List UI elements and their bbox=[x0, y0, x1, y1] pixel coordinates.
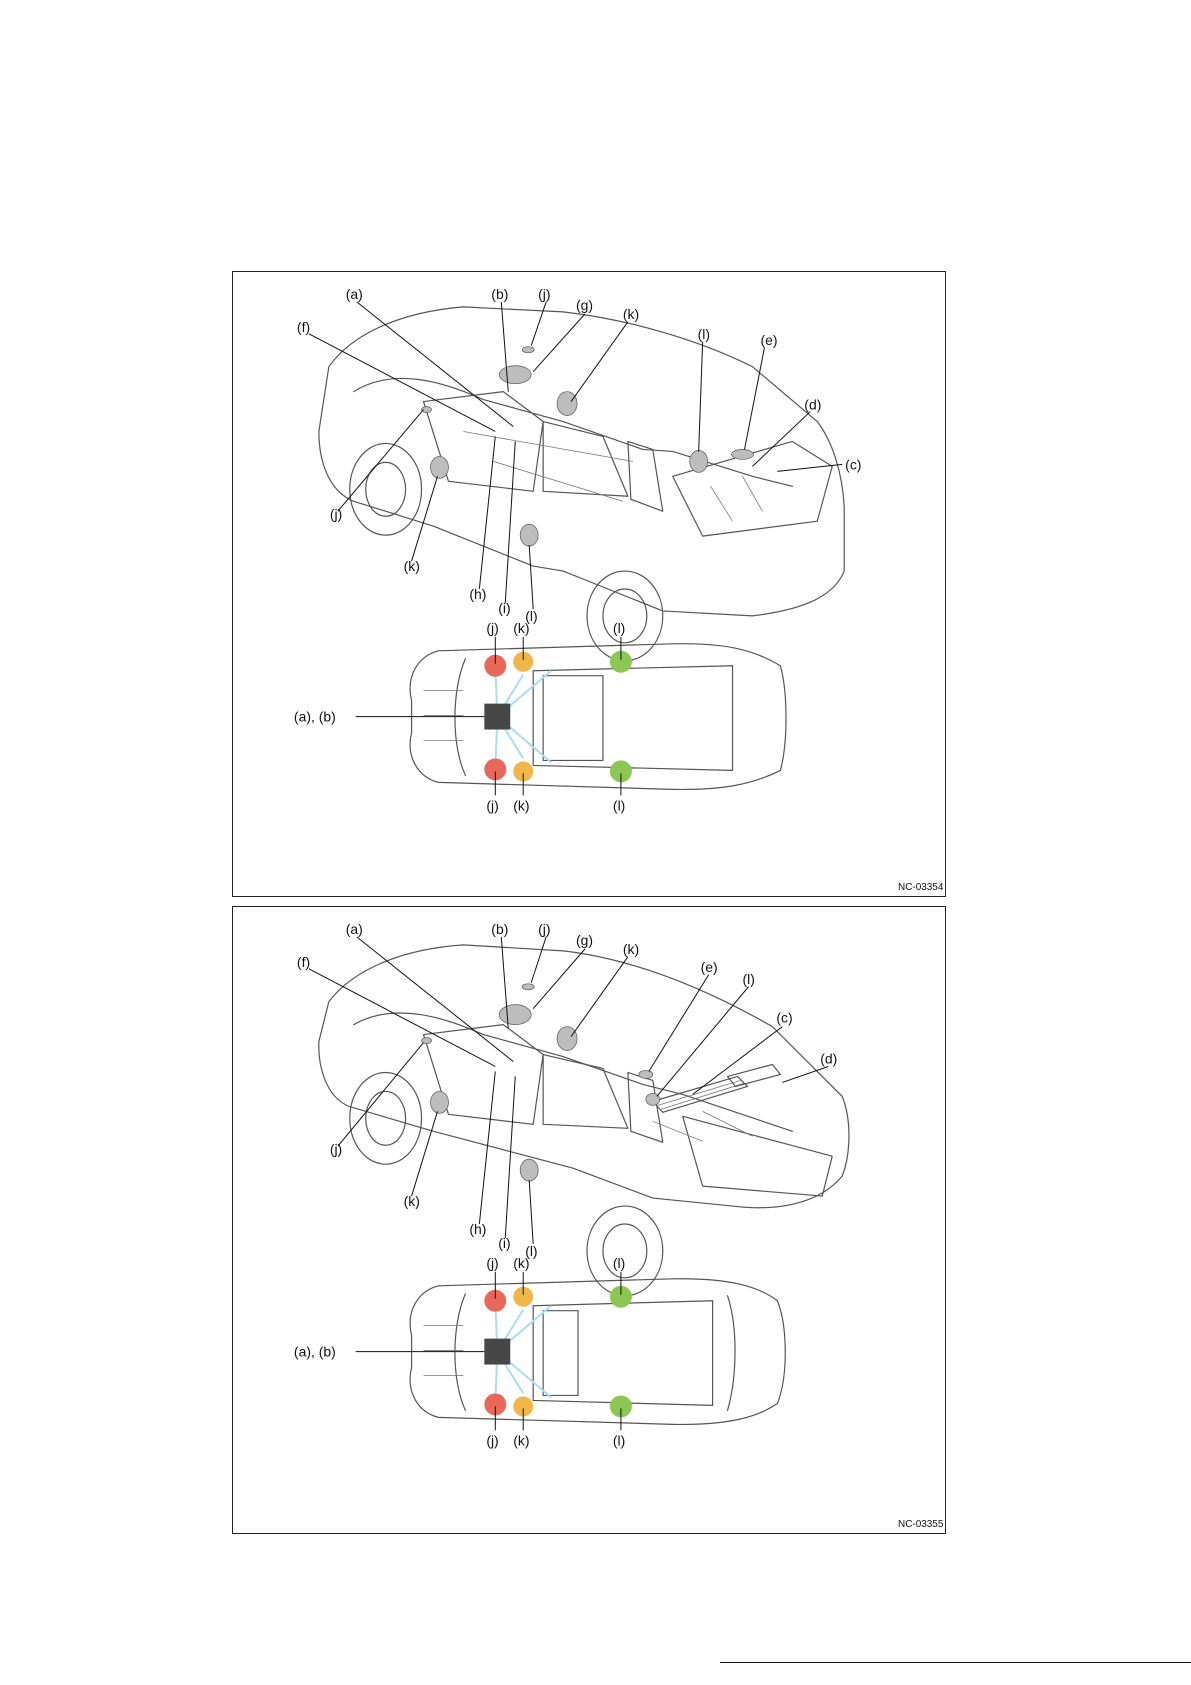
label-ab: (a), (b) bbox=[294, 1344, 336, 1360]
speaker-rear-door-left bbox=[520, 524, 538, 546]
label-top-j: (j) bbox=[486, 1255, 498, 1271]
label-bottom-j: (j) bbox=[486, 1432, 498, 1448]
label-c: (c) bbox=[776, 1010, 792, 1026]
speaker-front-door-right bbox=[557, 1027, 577, 1051]
label-b: (b) bbox=[491, 921, 508, 937]
label-g: (g) bbox=[576, 932, 593, 948]
label-bottom-l: (l) bbox=[613, 1432, 625, 1448]
label-b: (b) bbox=[491, 286, 508, 302]
label-bottom-l: (l) bbox=[613, 797, 625, 813]
label-f: (f) bbox=[297, 319, 310, 335]
label-top-l: (l) bbox=[613, 1255, 625, 1271]
label-l: (l) bbox=[698, 326, 710, 342]
diagram-panel-sedan: (a) (f) (b) (j) (g) (k) (e) (l) (c) (d) … bbox=[232, 906, 946, 1534]
speaker-rear-shelf-right bbox=[639, 1070, 653, 1078]
label-c: (c) bbox=[845, 456, 861, 472]
label-l: (l) bbox=[743, 971, 755, 987]
label-h: (h) bbox=[469, 586, 486, 602]
label-a: (a) bbox=[346, 921, 363, 937]
label-k-left: (k) bbox=[404, 558, 420, 574]
label-d: (d) bbox=[804, 397, 821, 413]
footer-divider bbox=[720, 1662, 1191, 1663]
speaker-front-door-left bbox=[431, 456, 449, 478]
label-k-left: (k) bbox=[404, 1193, 420, 1209]
sedan-car-perspective bbox=[319, 945, 849, 1296]
label-e: (e) bbox=[701, 959, 718, 975]
label-j: (j) bbox=[538, 286, 550, 302]
label-f: (f) bbox=[297, 954, 310, 970]
label-j-left: (j) bbox=[330, 506, 342, 522]
label-top-k: (k) bbox=[513, 620, 529, 636]
label-ab: (a), (b) bbox=[294, 709, 336, 725]
label-bottom-k: (k) bbox=[513, 1432, 529, 1448]
label-g: (g) bbox=[576, 297, 593, 313]
label-d: (d) bbox=[820, 1051, 837, 1067]
label-h: (h) bbox=[469, 1221, 486, 1237]
wagon-diagram: (a) (f) (b) (j) (g) (k) (l) (e) (d) (c) … bbox=[233, 272, 947, 896]
marker-amplifier bbox=[484, 1339, 510, 1365]
sedan-speaker-markers bbox=[422, 984, 660, 1181]
speaker-rear-door-right bbox=[690, 450, 708, 472]
speaker-rear-shelf bbox=[732, 449, 754, 459]
marker-amplifier bbox=[484, 704, 510, 730]
diagram-panel-wagon: (a) (f) (b) (j) (g) (k) (l) (e) (d) (c) … bbox=[232, 271, 946, 897]
speaker-dash-center bbox=[499, 1005, 531, 1025]
label-j: (j) bbox=[538, 921, 550, 937]
label-bottom-j: (j) bbox=[486, 797, 498, 813]
tweeter-right bbox=[522, 347, 534, 353]
label-k: (k) bbox=[623, 306, 639, 322]
speaker-dash-center bbox=[499, 366, 531, 384]
label-top-l: (l) bbox=[613, 620, 625, 636]
wagon-leader-lines bbox=[309, 302, 842, 609]
speaker-front-door-right bbox=[557, 392, 577, 416]
sedan-diagram: (a) (f) (b) (j) (g) (k) (e) (l) (c) (d) … bbox=[233, 907, 947, 1533]
wagon-car-perspective bbox=[319, 307, 844, 661]
tweeter-right bbox=[522, 984, 534, 990]
label-top-j: (j) bbox=[486, 620, 498, 636]
figure-ref-number: NC-03354 bbox=[898, 882, 944, 893]
label-j-left: (j) bbox=[330, 1141, 342, 1157]
label-a: (a) bbox=[346, 286, 363, 302]
speaker-front-door-left bbox=[431, 1091, 449, 1113]
figure-ref-number: NC-03355 bbox=[898, 1519, 944, 1530]
label-i: (i) bbox=[498, 600, 510, 616]
wagon-speaker-markers bbox=[422, 347, 754, 546]
label-k: (k) bbox=[623, 941, 639, 957]
label-e: (e) bbox=[760, 332, 777, 348]
label-i: (i) bbox=[498, 1235, 510, 1251]
speaker-rear-door-left bbox=[520, 1159, 538, 1181]
label-bottom-k: (k) bbox=[513, 797, 529, 813]
label-top-k: (k) bbox=[513, 1255, 529, 1271]
